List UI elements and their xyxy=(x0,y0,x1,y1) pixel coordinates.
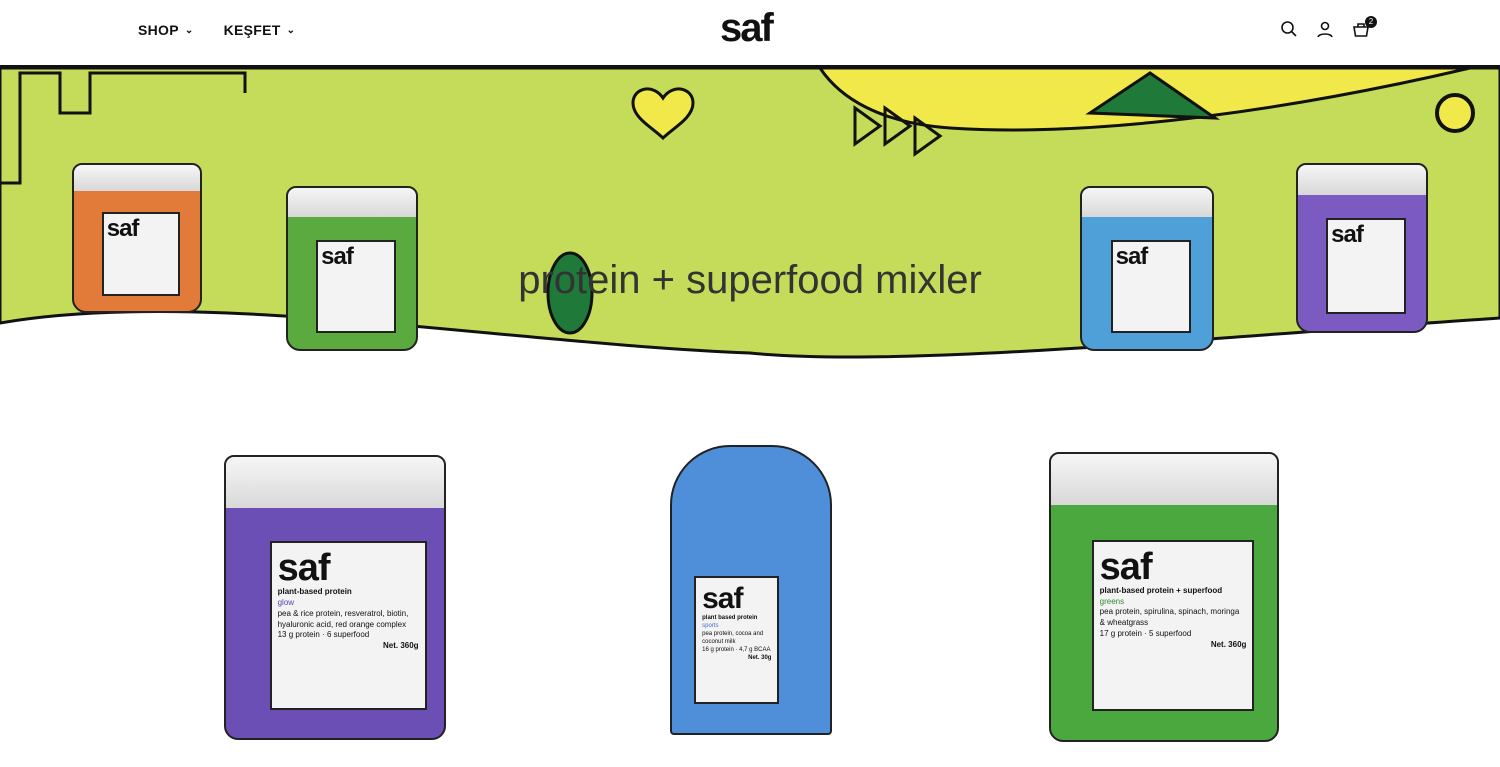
nav-shop[interactable]: SHOP ⌄ xyxy=(138,22,194,38)
product-variant: greens xyxy=(1099,596,1125,606)
chevron-down-icon: ⌄ xyxy=(286,24,296,36)
product-net: Net. 360g xyxy=(1210,639,1247,649)
product-variant: sports xyxy=(702,622,719,629)
chevron-down-icon: ⌄ xyxy=(184,24,194,36)
nav-kesfet[interactable]: KEŞFET ⌄ xyxy=(224,22,296,38)
search-icon[interactable] xyxy=(1280,20,1298,38)
product-name: plant-based protein + superfood xyxy=(1099,585,1223,595)
product-net: Net. 30g xyxy=(748,655,772,662)
banner-background xyxy=(0,68,1500,359)
account-icon[interactable] xyxy=(1316,20,1334,38)
product-name: plant-based protein xyxy=(277,587,352,597)
product-superfood: 4,7 g BCAA xyxy=(739,647,771,654)
product-name: plant based protein xyxy=(702,614,758,621)
product-jar-cacao: saf xyxy=(72,163,202,313)
product-brand: saf xyxy=(702,581,743,615)
product-jar-greens: saf xyxy=(286,186,418,351)
site-header: SHOP ⌄ KEŞFET ⌄ saf 2 xyxy=(0,0,1500,68)
main-nav: SHOP ⌄ KEŞFET ⌄ xyxy=(138,22,295,38)
product-protein: 13 g protein xyxy=(277,630,320,640)
product-brand: saf xyxy=(277,547,331,590)
nav-kesfet-label: KEŞFET xyxy=(223,22,281,38)
product-grid: saf plant-based protein glow pea & rice … xyxy=(0,440,1500,767)
product-protein: 16 g protein xyxy=(702,647,734,654)
banner-title: protein + superfood mixler xyxy=(518,258,982,302)
logo[interactable]: saf xyxy=(720,6,774,50)
product-brand: saf xyxy=(1099,545,1153,588)
cart-count-badge: 2 xyxy=(1365,16,1377,28)
hero-banner[interactable]: saf saf saf saf protein + superfood mixl… xyxy=(0,68,1500,368)
product-ingredients: pea protein, cocoa and coconut milk xyxy=(702,630,764,645)
product-card-glow[interactable]: saf plant-based protein glow pea & rice … xyxy=(224,455,446,740)
product-ingredients: pea & rice protein, resveratrol, biotin,… xyxy=(277,608,409,629)
product-superfood: 5 superfood xyxy=(1149,628,1192,638)
product-card-greens[interactable]: saf plant-based protein + superfood gree… xyxy=(1049,452,1279,742)
product-variant: glow xyxy=(277,598,295,608)
product-protein: 17 g protein xyxy=(1099,628,1142,638)
product-superfood: 6 superfood xyxy=(326,630,370,640)
product-net: Net. 360g xyxy=(382,641,419,651)
cart-icon[interactable]: 2 xyxy=(1352,16,1377,38)
product-jar-sports: saf xyxy=(1080,186,1214,351)
nav-shop-label: SHOP xyxy=(138,22,179,38)
product-ingredients: pea protein, spirulina, spinach, moringa… xyxy=(1099,607,1240,628)
product-jar-glow: saf xyxy=(1296,163,1428,333)
product-card-sports[interactable]: saf plant based protein sports pea prote… xyxy=(670,445,832,735)
